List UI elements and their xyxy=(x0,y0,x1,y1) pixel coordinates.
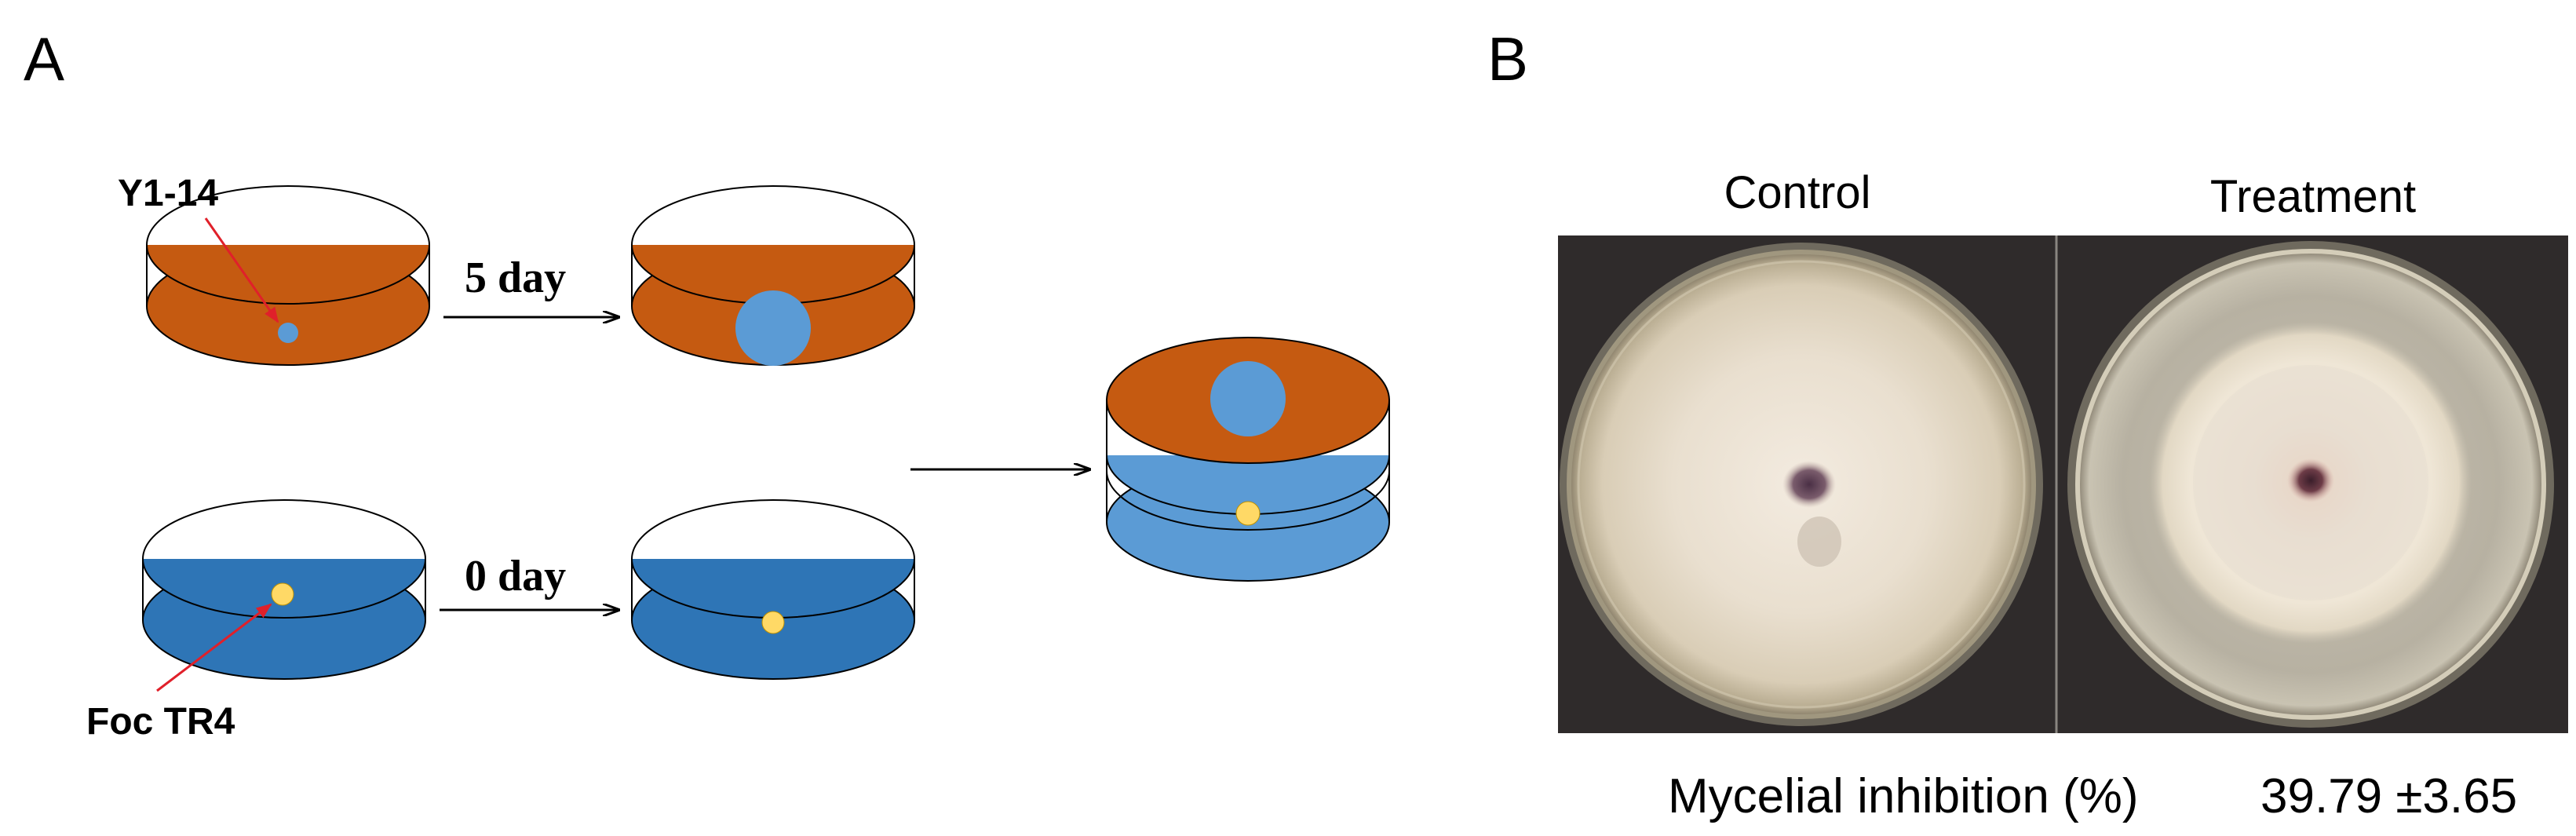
step-5-day-label: 5 day xyxy=(465,254,566,302)
control-plate xyxy=(1560,243,2043,726)
stacked-dual-culture xyxy=(1106,337,1390,582)
panel-b-label: B xyxy=(1487,24,1528,93)
panel-a: A xyxy=(24,24,1390,743)
foc-tr4-plug xyxy=(271,582,294,606)
y1-14-label: Y1-14 xyxy=(118,173,218,214)
y1-14-colony xyxy=(735,290,811,366)
control-center-spot xyxy=(1782,461,1836,508)
panel-a-label: A xyxy=(24,24,64,93)
stacked-foc-plug xyxy=(1235,501,1261,526)
treatment-plate xyxy=(2067,241,2554,728)
step-0-day-label: 0 day xyxy=(465,552,566,601)
foc-tr4-plug-day0 xyxy=(761,611,785,634)
inhibition-value: 39.79 ±3.65 xyxy=(2260,769,2517,823)
stacked-y1-14-colony xyxy=(1210,361,1286,436)
inhibition-label: Mycelial inhibition (%) xyxy=(1668,769,2139,823)
dish-y1-14-grown xyxy=(631,185,915,366)
treatment-center-spot xyxy=(2287,458,2334,502)
panel-b: B Control Treatment Mycelial inhibition … xyxy=(1487,24,2568,823)
treatment-label: Treatment xyxy=(2210,171,2416,222)
pointer-y1-14 xyxy=(204,217,279,323)
pointer-foc-tr4 xyxy=(156,603,272,692)
dish-y1-14-start xyxy=(146,185,430,366)
foc-tr4-label: Foc TR4 xyxy=(86,701,235,743)
y1-14-inoculum xyxy=(278,323,298,343)
dish-foc-tr4-start xyxy=(142,499,426,680)
control-label: Control xyxy=(1724,167,1871,218)
dish-foc-tr4-day0 xyxy=(631,499,915,680)
